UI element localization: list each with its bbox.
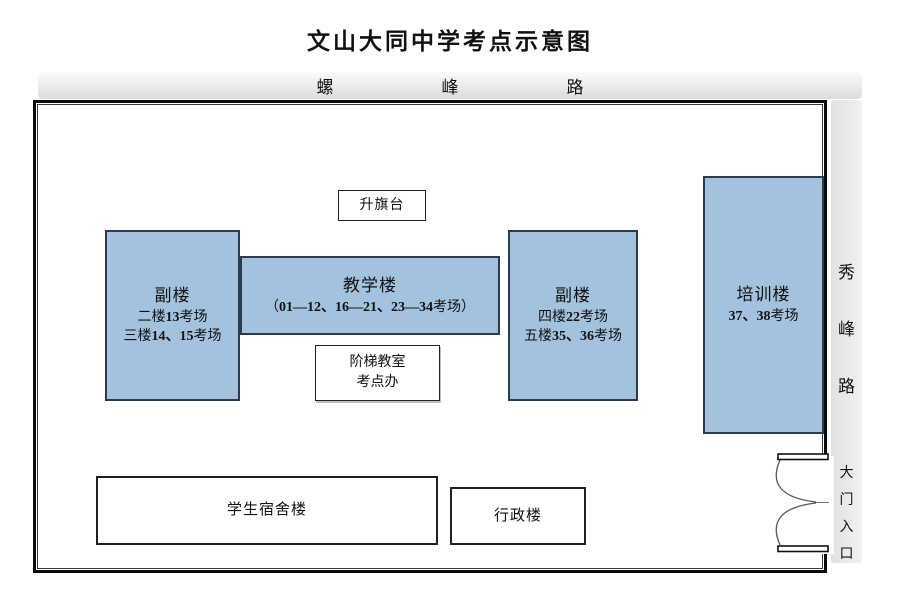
road-top-char: 螺 [316,78,334,97]
road-right-char: 路 [838,377,855,396]
road-top-char: 峰 [441,78,459,97]
building-label: 行政楼 [493,507,542,524]
building-rooms-line: 五楼35、36考场 [524,329,622,345]
building-training: 培训楼 37、38考场 [703,176,824,434]
building-teaching: 教学楼 （01—12、16—21、23—34考场） [240,256,500,335]
building-dormitory: 学生宿舍楼 [96,476,438,545]
building-rooms-line: 二楼13考场 [137,309,208,325]
main-gate-door-icon [775,453,834,554]
building-label: 考点办 [356,375,399,390]
building-label: 培训楼 [736,285,791,305]
building-rooms-line: 37、38考场 [728,309,799,325]
building-label: 阶梯教室 [349,355,406,371]
road-right-label: 秀 峰 路 [831,258,862,397]
gate-label-char: 入 [839,520,854,535]
building-rooms-line: （01—12、16—21、23—34考场） [265,299,475,315]
building-label: 升旗台 [359,197,405,213]
building-label: 学生宿舍楼 [226,502,307,518]
road-top-luofeng: 螺 峰 路 [38,72,862,99]
building-flag-platform: 升旗台 [338,190,426,221]
road-right-xiufeng: 秀 峰 路 大 门 入 口 [831,100,862,563]
building-rooms-line: 四楼22考场 [538,309,608,325]
road-right-char: 秀 [838,263,855,282]
building-label: 副楼 [154,286,191,305]
road-right-char: 峰 [838,320,855,339]
gate-label-char: 口 [839,547,854,562]
road-top-char: 路 [566,78,584,97]
building-label: 副楼 [555,286,591,305]
gate-label-char: 门 [839,493,854,508]
building-admin: 行政楼 [450,487,586,545]
building-annex-left: 副楼 二楼13考场 三楼14、15考场 [105,230,240,401]
building-label: 教学楼 [343,275,397,295]
building-annex-right: 副楼 四楼22考场 五楼35、36考场 [508,230,638,401]
diagram-title: 文山大同中学考点示意图 [307,29,593,54]
gate-label-char: 大 [839,466,854,481]
gate-entrance-label: 大 门 入 口 [831,462,862,563]
building-lecture-hall-exam-office: 阶梯教室 考点办 [315,345,440,401]
building-rooms-line: 三楼14、15考场 [123,329,222,345]
